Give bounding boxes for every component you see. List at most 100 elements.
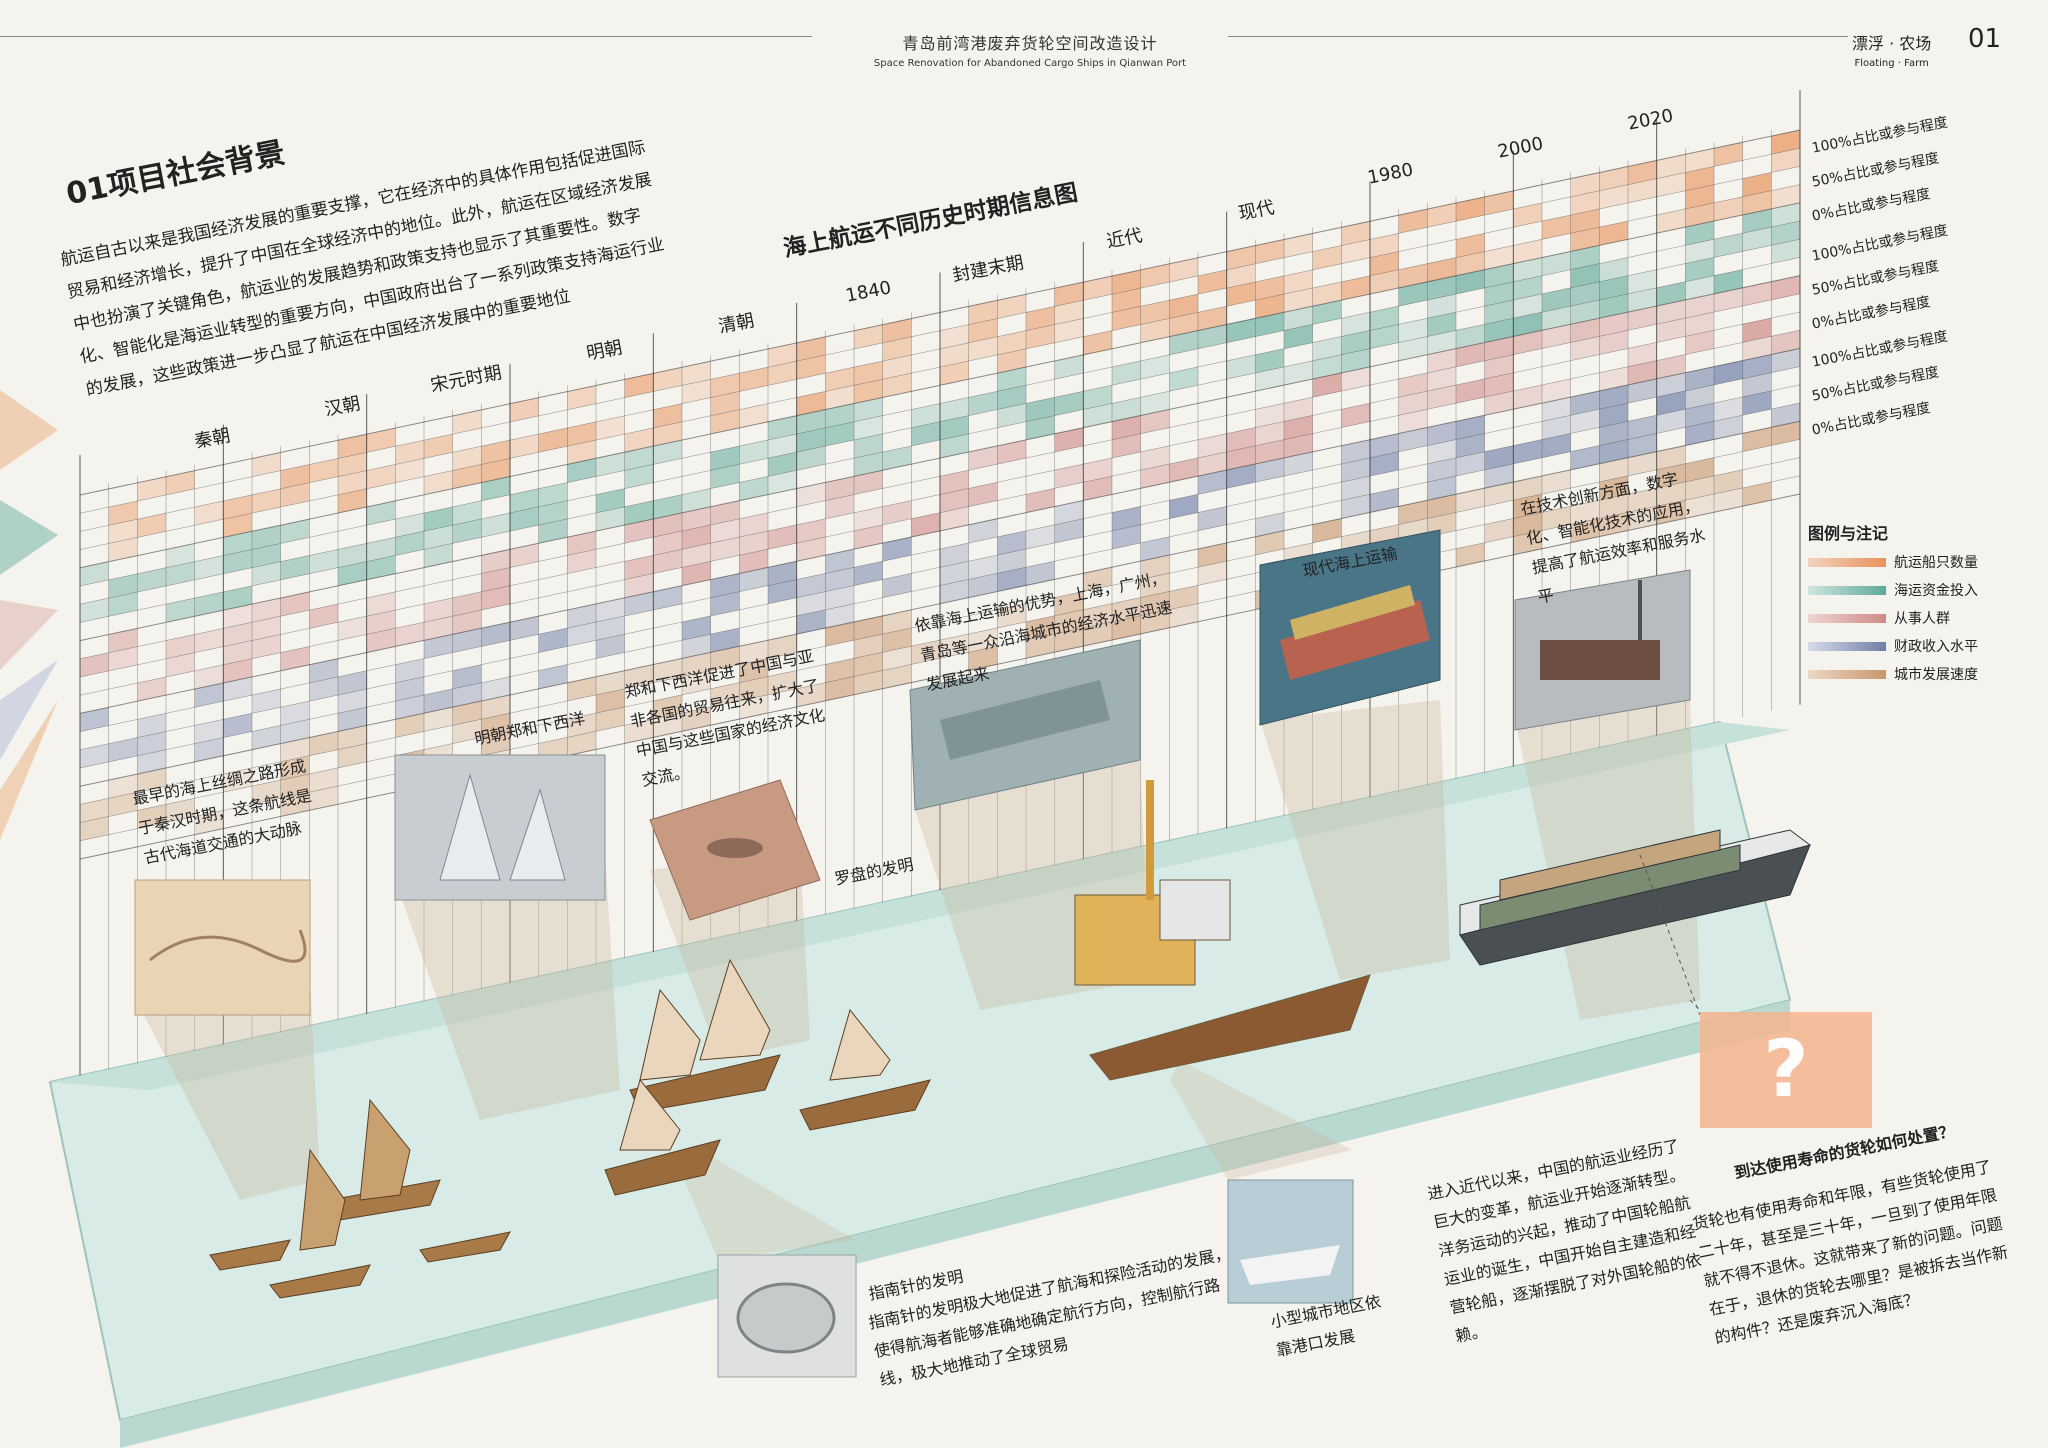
heatmap-cell <box>1140 609 1170 634</box>
heatmap-cell <box>997 439 1026 465</box>
heatmap-cell <box>481 713 510 738</box>
heatmap-cell <box>452 591 482 617</box>
heatmap-cell <box>1226 245 1256 270</box>
heatmap-cell <box>1169 585 1198 610</box>
heatmap-cell <box>1456 324 1485 349</box>
heatmap-cell <box>108 519 138 544</box>
heatmap-cell <box>1513 330 1542 355</box>
heatmap-cell <box>1341 275 1370 301</box>
heatmap-cell <box>80 598 109 623</box>
heatmap-cell <box>1370 324 1399 349</box>
heatmap-cell <box>653 585 682 610</box>
galleons <box>604 958 931 1196</box>
legend: 图例与注记 航运船只数量 海运资金投入 从事人群 财政收入水平 城市发展速度 <box>1808 520 2028 684</box>
heatmap-cell <box>1570 409 1600 434</box>
heatmap-cell <box>768 634 797 659</box>
heatmap-cell <box>481 476 510 501</box>
heatmap-cell <box>1054 300 1084 325</box>
heatmap-cell <box>1484 518 1514 543</box>
heatmap-cell <box>968 391 998 416</box>
heatmap-cell <box>137 804 166 829</box>
heatmap-cell <box>1140 464 1170 489</box>
heatmap-cell <box>395 458 424 483</box>
heatmap-cell <box>1169 494 1198 519</box>
heatmap-cell <box>1685 275 1714 300</box>
heatmap-cell <box>1312 300 1342 325</box>
heatmap-cell <box>940 634 969 659</box>
heatmap-cell <box>854 361 883 386</box>
heatmap-cell <box>624 464 654 489</box>
heatmap-cell <box>1714 142 1743 167</box>
heatmap-cell <box>682 506 711 532</box>
heatmap-cell <box>968 300 998 325</box>
heatmap-cell <box>1570 263 1600 288</box>
heatmap-cell <box>768 361 797 386</box>
heatmap-cell <box>1656 445 1686 470</box>
page-number: 01 <box>1968 24 2002 54</box>
heatmap-cell <box>1054 318 1084 343</box>
heatmap-cell <box>1398 372 1428 398</box>
heatmap-cell <box>280 646 310 671</box>
junk-ships <box>209 1098 511 1299</box>
heatmap-cell <box>538 500 568 526</box>
heatmap-cell <box>1484 190 1514 216</box>
heatmap-cell <box>1054 427 1084 452</box>
heatmap-cell <box>1685 312 1714 337</box>
heatmap-cell <box>596 670 625 695</box>
heatmap-cell <box>1198 542 1227 568</box>
heatmap-cell <box>1341 348 1370 373</box>
heatmap-cell <box>1083 330 1112 355</box>
heatmap-cell <box>1628 433 1657 458</box>
heatmap-cell <box>997 603 1026 628</box>
heatmap-cell <box>1742 481 1772 507</box>
heatmap-cell <box>1140 409 1170 434</box>
heatmap-cell <box>768 579 797 604</box>
heatmap-cell <box>682 543 711 568</box>
heatmap-cell <box>1513 257 1542 282</box>
heatmap-cell <box>1570 390 1600 416</box>
heatmap-cell <box>108 628 138 653</box>
heatmap-cell <box>1742 227 1772 252</box>
heatmap-cell <box>1169 366 1198 392</box>
heatmap-cell <box>653 440 682 465</box>
heatmap-cell <box>137 513 166 538</box>
heatmap-cell <box>1714 415 1743 440</box>
heatmap-cell <box>1112 506 1141 531</box>
legend-label: 城市发展速度 <box>1894 667 1978 683</box>
heatmap-cell <box>1570 245 1600 270</box>
heatmap-cell <box>825 403 854 428</box>
heatmap-cell <box>223 531 252 556</box>
heatmap-cell <box>252 780 281 805</box>
heatmap-cell <box>1570 299 1600 325</box>
heatmap-cell <box>1656 390 1686 416</box>
heatmap-cell <box>739 403 768 428</box>
heatmap-cell <box>1456 342 1485 367</box>
guide-line <box>1639 854 1701 1016</box>
heatmap-cell <box>882 664 912 689</box>
heatmap-cell <box>80 816 109 841</box>
heatmap-cell <box>137 731 166 756</box>
heatmap-cell <box>1456 488 1485 513</box>
heatmap-cell <box>968 482 998 507</box>
heatmap-cell <box>710 682 740 707</box>
heatmap-cell <box>940 470 969 495</box>
legend-label: 从事人群 <box>1894 611 1950 627</box>
heatmap-cell <box>1599 421 1628 446</box>
heatmap-cell <box>424 506 453 532</box>
heatmap-cell <box>1456 378 1485 404</box>
heatmap-cell <box>1083 603 1112 628</box>
heatmap-cell <box>624 591 654 617</box>
heatmap-cell <box>1570 172 1600 197</box>
heatmap-cell <box>1169 312 1198 337</box>
heatmap-cell <box>624 664 654 689</box>
heatmap-cell <box>653 367 682 392</box>
heatmap-cell <box>940 561 969 586</box>
heatmap-cell <box>137 567 166 593</box>
heatmap-cell <box>768 524 797 550</box>
heatmap-cell <box>166 598 195 623</box>
heatmap-cell <box>1026 306 1055 331</box>
heatmap-cell <box>338 452 367 477</box>
heatmap-cell <box>1656 172 1686 197</box>
heatmap-cell <box>223 549 252 574</box>
heatmap-cell <box>424 470 453 495</box>
